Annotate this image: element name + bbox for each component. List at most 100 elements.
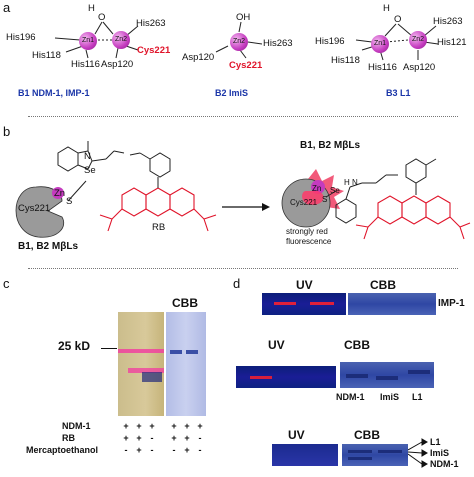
treatment-sign: + xyxy=(171,433,177,443)
marker-label: 25 kD xyxy=(58,339,91,353)
cbb-blot xyxy=(342,444,408,466)
b3-caption: B3 L1 xyxy=(386,88,411,98)
cbb-band xyxy=(348,457,372,460)
arrow-label-ndm1: NDM-1 xyxy=(430,459,459,469)
zn2-atom: Zn2 xyxy=(409,31,427,49)
treatment-sign: + xyxy=(184,433,190,443)
uv-blot xyxy=(272,444,338,466)
uv-band xyxy=(250,376,272,379)
se-atom: Se xyxy=(330,186,340,195)
h-atom: H xyxy=(88,3,95,14)
uv-band xyxy=(118,349,164,353)
treatment-sign: + xyxy=(123,433,129,443)
treatment-sign: + xyxy=(197,421,203,431)
panel-label-b: b xyxy=(3,124,11,139)
uv-label: UV xyxy=(296,278,313,292)
his263-label: His263 xyxy=(263,38,293,49)
oh-group: OH xyxy=(236,12,251,23)
his263-label: His263 xyxy=(136,18,166,29)
uv-label: UV xyxy=(268,338,285,352)
panel-label-c: c xyxy=(3,276,10,291)
o-atom: O xyxy=(394,14,402,25)
h-atom: H xyxy=(383,3,390,14)
treatment-sign: + xyxy=(184,445,190,455)
dye-front xyxy=(142,372,162,382)
panel-label-d: d xyxy=(233,276,241,291)
rb-label: RB xyxy=(152,222,166,233)
cbb-label: CBB xyxy=(344,338,370,352)
his116-label: His116 xyxy=(71,59,100,70)
o-atom: O xyxy=(98,12,106,23)
row-label-ndm1: NDM-1 xyxy=(62,421,91,431)
uv-band xyxy=(310,302,334,305)
uv-band xyxy=(128,368,164,373)
his116-label: His116 xyxy=(368,62,397,73)
treatment-sign: + xyxy=(149,421,155,431)
treatment-sign: - xyxy=(198,445,202,455)
left-mbl-label: B1, B2 MβLs xyxy=(18,241,79,252)
treatment-sign: + xyxy=(136,445,142,455)
treatment-sign: - xyxy=(150,445,154,455)
cbb-band xyxy=(348,450,372,453)
cbb-label: CBB xyxy=(370,278,396,292)
cbb-band xyxy=(346,374,368,378)
h-atom: H xyxy=(344,178,350,187)
lane-label-imis: ImiS xyxy=(380,392,400,402)
cbb-label: CBB xyxy=(354,428,380,442)
treatment-sign: - xyxy=(198,433,202,443)
uv-blot xyxy=(236,366,336,388)
zn2-atom: Zn2 xyxy=(112,31,130,49)
treatment-sign: - xyxy=(150,433,154,443)
uv-gel xyxy=(118,312,164,416)
his118-label: His118 xyxy=(331,55,360,66)
b1-caption: B1 NDM-1, IMP-1 xyxy=(18,88,90,98)
cbb-band xyxy=(376,376,398,380)
zn1-atom: Zn1 xyxy=(79,32,97,50)
treatment-sign: + xyxy=(171,421,177,431)
asp120-label: Asp120 xyxy=(182,52,215,63)
his263-label: His263 xyxy=(433,16,463,27)
his118-label: His118 xyxy=(32,50,61,61)
treatment-sign: + xyxy=(136,433,142,443)
treatment-sign: + xyxy=(123,421,129,431)
divider xyxy=(28,268,458,269)
treatment-sign: + xyxy=(184,421,190,431)
cbb-band xyxy=(170,350,182,354)
panel-b-scheme xyxy=(15,141,471,240)
s-atom: S xyxy=(66,196,73,207)
asp120-label: Asp120 xyxy=(403,62,436,73)
cbb-blot xyxy=(348,293,436,315)
marker-line xyxy=(101,348,117,349)
zn-atom: Zn xyxy=(312,184,322,193)
n-atom: N xyxy=(84,151,91,162)
zn1-atom: Zn1 xyxy=(371,35,389,53)
arrow-label-imis: ImiS xyxy=(430,448,450,458)
lane-label-ndm1: NDM-1 xyxy=(336,392,365,402)
zn-atom: Zn xyxy=(54,188,66,199)
cbb-gel xyxy=(166,312,206,416)
row-label-mercaptoethanol: Mercaptoethanol xyxy=(26,445,99,455)
se-atom: Se xyxy=(84,165,96,176)
panel-label-a: a xyxy=(3,0,11,15)
cbb-band xyxy=(186,350,198,354)
his196-label: His196 xyxy=(6,32,36,43)
cys221-label: Cys221 xyxy=(290,198,318,207)
treatment-sign: - xyxy=(124,445,128,455)
fluorescence-label-line1: strongly red xyxy=(286,227,328,236)
fluorescence-label-line2: fluorescence xyxy=(286,237,332,246)
lane-label-l1: L1 xyxy=(412,392,423,402)
cbb-label: CBB xyxy=(172,296,198,310)
his121-label: His121 xyxy=(437,37,467,48)
cbb-band xyxy=(378,450,402,453)
cbb-blot xyxy=(340,362,434,388)
zn2-atom: Zn2 xyxy=(230,33,248,51)
arrow-label-l1: L1 xyxy=(430,437,441,447)
b2-caption: B2 ImiS xyxy=(215,88,249,98)
cys221-label: Cys221 xyxy=(137,45,171,56)
cbb-band xyxy=(408,370,430,374)
right-mbl-title: B1, B2 MβLs xyxy=(300,140,361,151)
row-label-rb: RB xyxy=(62,433,75,443)
n-atom: N xyxy=(352,178,358,187)
divider xyxy=(28,116,458,117)
asp120-label: Asp120 xyxy=(101,59,134,70)
